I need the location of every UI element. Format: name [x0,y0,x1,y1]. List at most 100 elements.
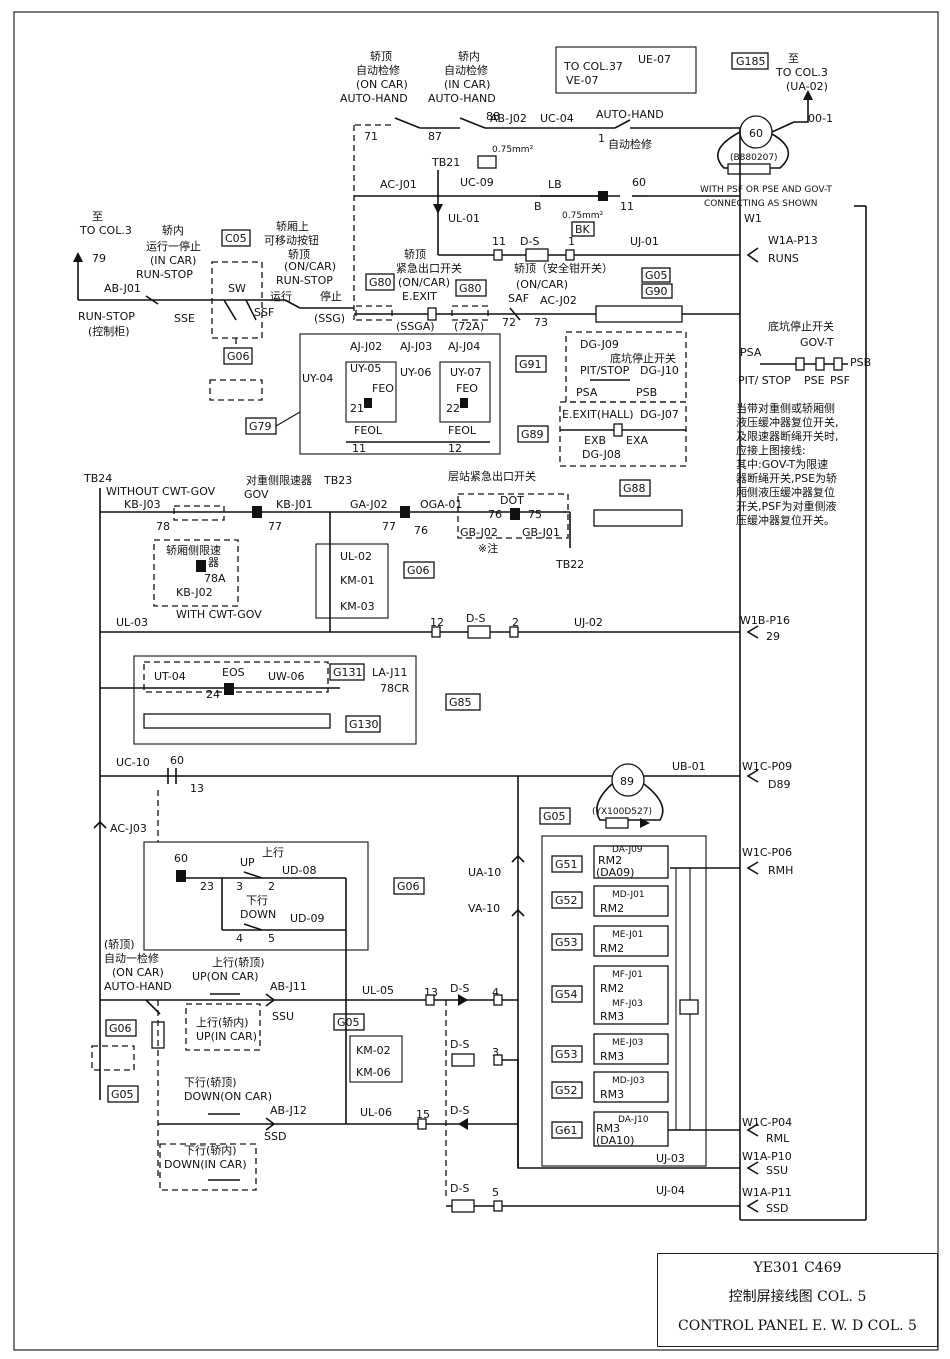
label-c05: C05 [225,232,247,245]
label-w1b-p16: W1B-P16 [740,614,790,627]
label-n11b: 11 [492,235,506,248]
label-n60c: 60 [174,852,188,865]
label-uj01: UJ-01 [630,235,659,248]
label-gov-t: GOV-T [800,336,834,349]
label-n11a: 11 [620,200,634,213]
label-auto-hand-b: AUTO-HAND [104,980,172,993]
label-yunxing: 运行 [270,290,292,303]
label-daj10: DA-J10 [618,1115,649,1125]
label-g05c: G05 [111,1088,134,1101]
label-pit-switch-cn: 底坑停止开关 [768,319,834,333]
contact-psf [833,357,843,371]
label-abj12: AB-J12 [270,1104,307,1117]
to-col37-box [555,46,697,94]
label-n12: 12 [448,442,462,455]
label-km06: KM-06 [356,1066,391,1079]
label-incar-runstop-cn: 轿内 [162,223,184,237]
label-car-limit-cn2: 器 [208,556,219,569]
label-n3: 3 [236,880,243,893]
connector-d89 [746,769,759,783]
label-g53b: G53 [555,1048,578,1061]
label-n22: 22 [446,402,460,415]
box-g05c [91,1045,135,1071]
label-gbj02: GB-J02 [460,526,498,539]
tag-g89 [517,425,549,443]
label-oncar-cn: 轿顶 [288,247,310,261]
contact-eexit-hall [613,423,623,437]
label-note2: 液压缓冲器复位开关, [736,415,839,429]
label-lb: LB [548,178,562,191]
term-12 [431,626,441,638]
switch-up [243,871,263,879]
title-line-cn: 控制屏接线图 COL. 5 [728,1289,867,1305]
box-eexit-left [355,305,393,321]
label-feo1: FEO [372,382,394,395]
tag-g06a [223,347,253,365]
tag-g05a [641,267,671,283]
label-oncar-auto-cn2: 自动检修 [356,63,400,77]
connector-rml [746,1123,759,1137]
label-motor89: 89 [620,775,634,788]
label-ds1: D-S [520,235,539,248]
label-note3: 及限速器断绳开关时, [736,429,839,443]
switch-auto-hand [614,119,631,129]
relay-md03 [593,1071,669,1103]
wire-ua02 [794,96,809,123]
tag-g90 [641,283,673,299]
label-jiaoding: (轿顶) [104,937,135,951]
label-mm075b: 0.75mm² [562,211,604,221]
label-rm3d: RM3 [596,1122,620,1135]
box-dot [457,493,569,539]
label-gov: GOV [244,488,269,501]
tag-g131 [329,663,365,681]
label-n60b: 60 [170,754,184,767]
label-motor60: 60 [749,127,763,140]
label-rm3c: RM3 [600,1088,624,1101]
label-ssu2: SSU [766,1164,788,1177]
label-safety-cn: 轿顶（安全钳开关） [514,261,613,275]
label-zidong-jianxiu: 自动检修 [608,137,652,151]
label-psb2: PSB [850,356,871,369]
label-note6: 器断绳开关,PSE为轿 [736,471,837,485]
cable-g88 [593,509,683,527]
label-kbj01: KB-J01 [276,498,313,511]
wire-motor60-out [771,121,795,133]
label-gaj02: GA-J02 [350,498,388,511]
label-ds3: D-S [450,982,469,995]
label-run-stop-a: RUN-STOP [136,268,193,281]
label-tingzhi: 停止 [320,289,342,303]
tag-g91 [515,355,547,373]
label-n2b: 2 [268,880,275,893]
label-n79: 79 [92,252,106,265]
label-n3b: 3 [492,1046,499,1059]
term-5 [493,1200,503,1212]
label-down-oncar: DOWN(ON CAR) [184,1090,272,1103]
outer-border [13,11,939,1351]
connector-29 [746,625,759,639]
relay-da09 [593,845,669,879]
label-b: B [534,200,542,213]
switch-oncar-auto [394,117,421,129]
label-km03: KM-03 [340,600,375,613]
label-ajj03: AJ-J03 [400,340,432,353]
box-relay-panel [541,835,707,1167]
label-n76: 76 [414,524,428,537]
label-ul02: UL-02 [340,550,372,563]
label-mfj03: MF-J03 [612,999,643,1009]
label-eos: EOS [222,666,245,679]
connector-ua10 [511,854,525,863]
label-w1c-p04: W1C-P04 [742,1116,792,1129]
label-zhi2: 至 [92,210,103,223]
label-feol2: FEOL [448,424,477,437]
label-g130: G130 [349,718,379,731]
label-va10: VA-10 [468,902,500,915]
label-oncar-auto-cn: 轿顶 [370,49,392,63]
label-uc04: UC-04 [540,112,574,125]
label-with-cwt: WITH CWT-GOV [176,608,262,621]
label-feo2: FEO [456,382,478,395]
motor-89 [611,763,645,797]
label-pit-stop: PIT/STOP [580,364,630,377]
title-line-en: CONTROL PANEL E. W. D COL. 5 [678,1318,917,1334]
label-ve07: VE-07 [566,74,598,87]
label-note5: 其中:GOV-T为限速 [736,458,828,471]
